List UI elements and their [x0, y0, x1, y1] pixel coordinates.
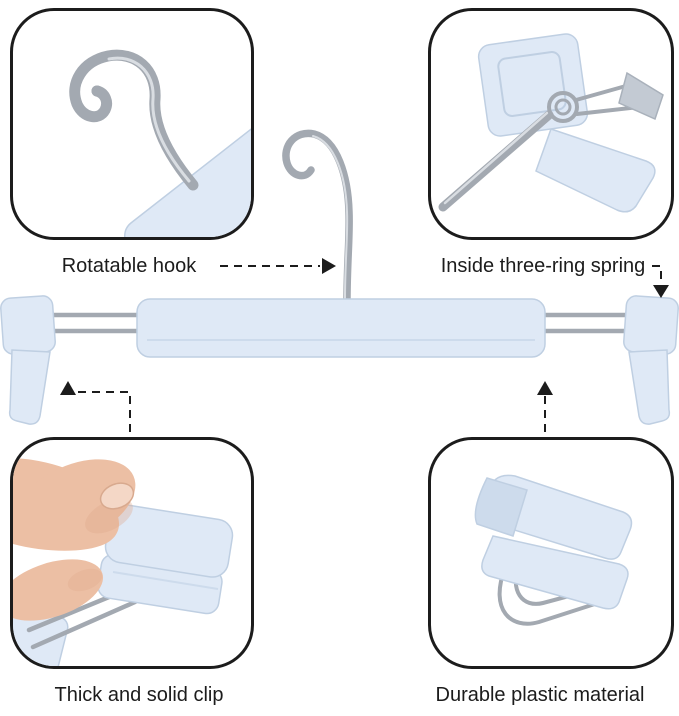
connector-durable-material: [537, 381, 553, 435]
hanger-bar: [136, 298, 546, 358]
label-durable-material: Durable plastic material: [435, 684, 645, 706]
hanger-right-clip: [623, 295, 679, 425]
hook-closeup-illustration: [69, 49, 251, 237]
callout-thick-clip: [10, 437, 254, 669]
hanger-left-clip: [0, 295, 56, 425]
connector-thick-clip: [60, 381, 131, 435]
label-inside-spring: Inside three-ring spring: [440, 255, 646, 277]
spring-closeup-illustration: [438, 33, 664, 213]
label-thick-clip: Thick and solid clip: [54, 684, 224, 706]
hand-clip-illustration: [13, 458, 234, 666]
callout-inside-spring: [428, 8, 674, 240]
hanger-clip-rods: [29, 312, 650, 334]
hanger-hook: [282, 129, 353, 305]
callout-rotatable-hook: [10, 8, 254, 240]
label-rotatable-hook: Rotatable hook: [61, 255, 197, 277]
clip-material-illustration: [474, 474, 633, 626]
callout-durable-material: [428, 437, 674, 669]
